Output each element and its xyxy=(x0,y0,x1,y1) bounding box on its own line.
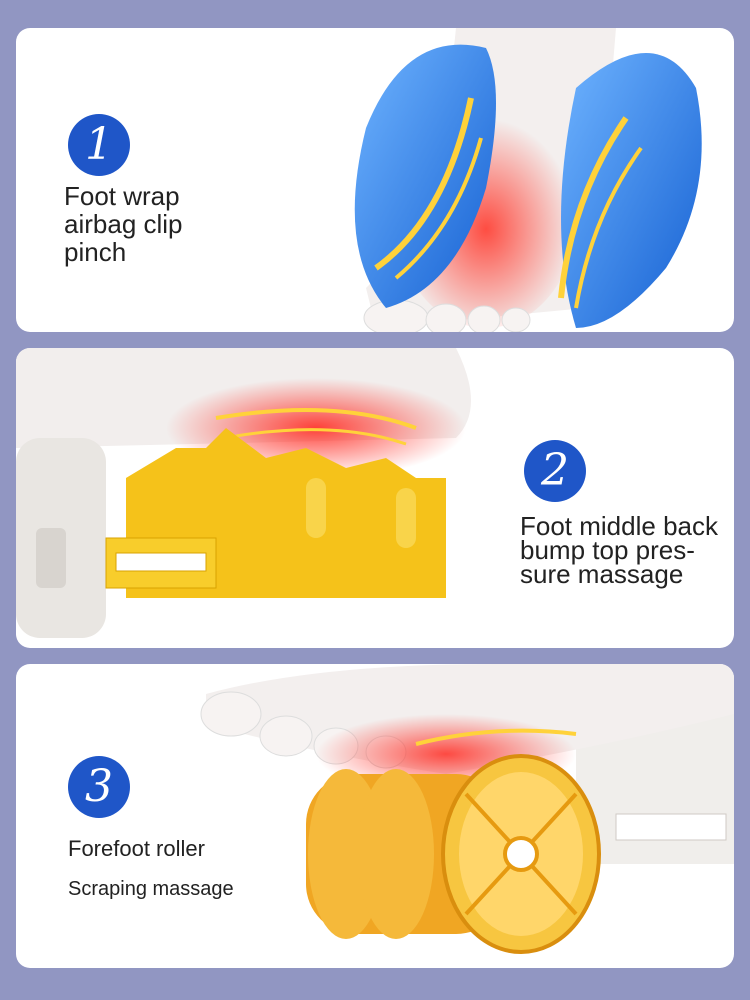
feature-panel-roller: 3 Forefoot roller Scraping massage xyxy=(16,664,734,968)
feature-panel-bump: 2 Foot middle back bump top pres- sure m… xyxy=(16,348,734,648)
feature-panel-airbag: 1 Foot wrap airbag clip pinch xyxy=(16,28,734,332)
bump-massage-illustration xyxy=(16,348,471,638)
airbag-foot-illustration xyxy=(354,28,702,332)
step-badge: 1 xyxy=(68,114,130,176)
feature-title: Foot middle back bump top pres- sure mas… xyxy=(520,511,718,589)
feature-title: Forefoot roller xyxy=(68,836,205,861)
feature-title: Foot wrap airbag clip pinch xyxy=(64,181,183,267)
feature-subtitle: Scraping massage xyxy=(68,878,234,900)
roller-massage-illustration xyxy=(200,664,734,954)
step-badge: 2 xyxy=(524,440,586,502)
step-badge: 3 xyxy=(68,756,130,818)
